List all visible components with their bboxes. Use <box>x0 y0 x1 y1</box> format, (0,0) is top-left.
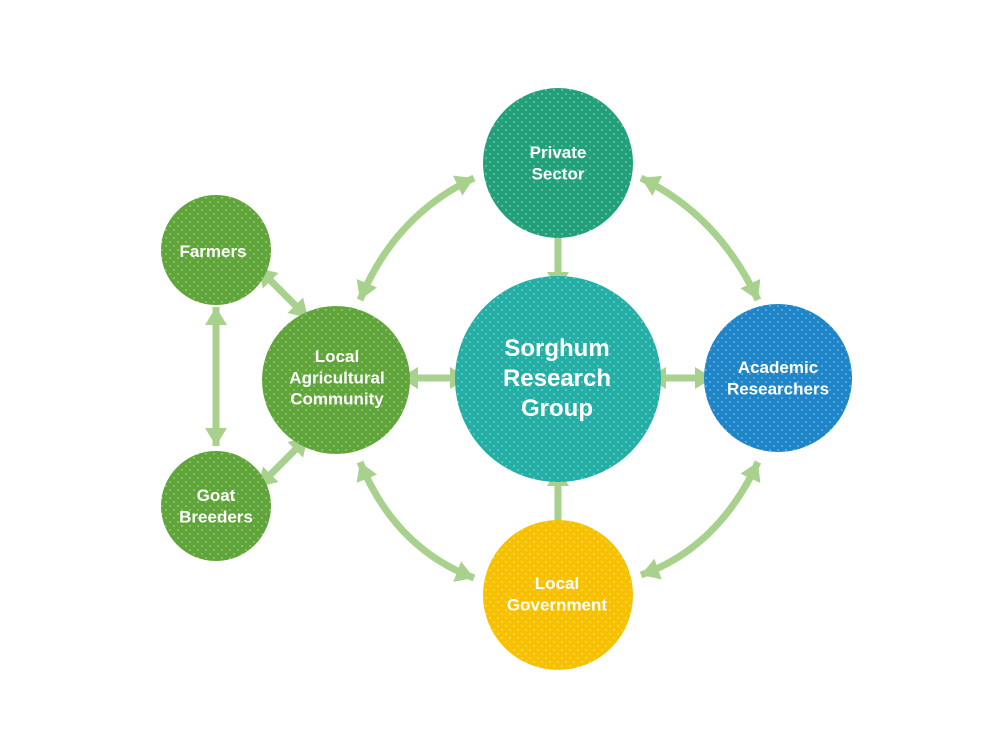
arrow-agri-to-private-head-end <box>453 175 474 196</box>
arrow-government-to-agri-head-start <box>453 561 474 582</box>
arrow-academic-to-government-head-end <box>641 558 662 580</box>
sorghum-label-line: Group <box>521 395 593 422</box>
farmers-label-line: Farmers <box>179 242 246 261</box>
local-agri-label-line: Community <box>290 390 384 409</box>
arrow-farmers-to-agri-head-end <box>287 297 308 318</box>
local-agri-label-line: Local <box>315 347 359 366</box>
farmers-label: Farmers <box>179 242 246 261</box>
arrow-academic-to-government-head-start <box>740 462 761 483</box>
arrow-government-to-agri-head-end <box>356 462 377 483</box>
arrow-private-to-academic-head-end <box>740 279 761 300</box>
private-sector-label-line: Private <box>530 143 587 162</box>
goat-breeders-label-line: Breeders <box>179 507 253 526</box>
arrow-farmers-to-goat-head-start <box>205 307 227 325</box>
arrow-academic-to-government <box>639 460 762 579</box>
sorghum-label-line: Sorghum <box>504 335 609 362</box>
arrow-agri-to-private-head-start <box>356 279 378 300</box>
sorghum-label-line: Research <box>503 365 611 392</box>
goat-breeders-label-line: Goat <box>197 486 236 505</box>
academic-label-line: Researchers <box>727 379 829 398</box>
local-gov-label-line: Government <box>507 595 607 614</box>
arrow-private-to-academic <box>639 174 762 302</box>
local-gov-label-line: Local <box>535 574 579 593</box>
arrow-private-to-academic-head-start <box>641 175 662 196</box>
private-sector-label-line: Sector <box>532 164 585 183</box>
arrow-agri-to-private <box>356 174 476 302</box>
arrow-farmers-to-goat-head-end <box>205 428 227 446</box>
local-agri-label-line: Agricultural <box>289 368 384 387</box>
academic-label-line: Academic <box>738 358 818 377</box>
arrow-government-to-agri <box>356 460 476 582</box>
node-farmers: Farmers <box>161 195 271 305</box>
